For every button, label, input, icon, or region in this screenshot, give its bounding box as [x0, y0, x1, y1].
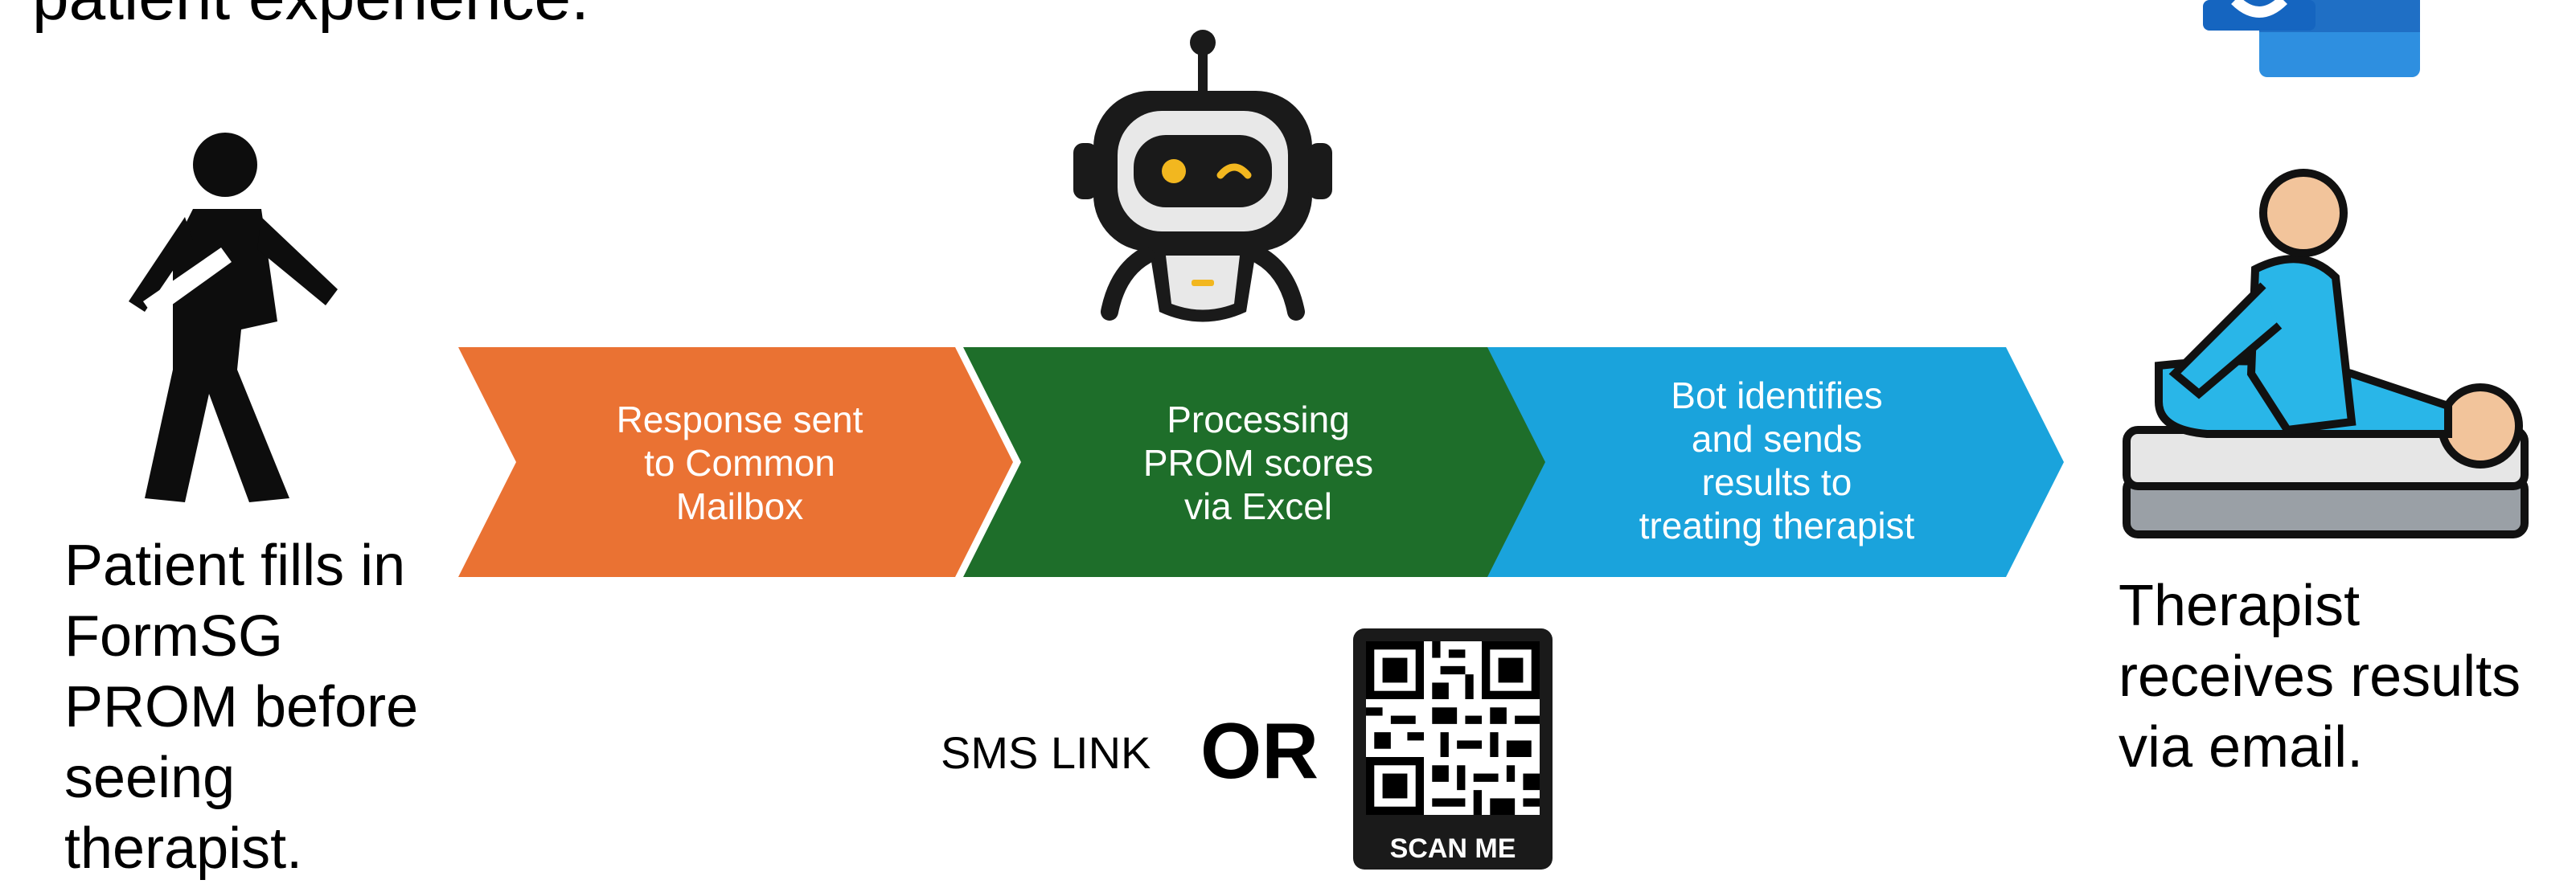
step-label-line: Mailbox — [675, 485, 804, 527]
step-label-bot: Bot identifies and sends results to trea… — [1576, 374, 1978, 547]
therapist-caption: Therapist receives results via email. — [2119, 571, 2569, 783]
qr-code-icon: SCAN ME — [1353, 628, 1553, 870]
therapist-caption-line: Therapist — [2119, 574, 2361, 638]
step-label-line: Response sent — [616, 399, 863, 440]
step-label-line: PROM scores — [1142, 442, 1374, 484]
step-arrow-response — [458, 347, 1013, 577]
step-label-line: Processing — [1167, 399, 1350, 440]
step-label-processing: Processing PROM scores via Excel — [1069, 398, 1447, 528]
therapist-caption-line: via email. — [2119, 715, 2364, 780]
patient-icon — [129, 133, 338, 502]
therapist-caption-line: receives results — [2119, 645, 2521, 709]
step-arrow-processing — [963, 347, 1547, 577]
therapist-icon — [2123, 169, 2529, 538]
or-label: OR — [1200, 706, 1319, 795]
step-label-line: treating therapist — [1639, 505, 1915, 546]
step-label-line: results to — [1701, 461, 1852, 503]
step-arrow-bot — [1487, 347, 2064, 577]
step-label-line: to Common — [644, 442, 835, 484]
qr-scan-label: SCAN ME — [1389, 833, 1516, 864]
page-title: patient experience. — [32, 0, 589, 31]
patient-caption-line: Patient fills in — [64, 534, 406, 598]
step-label-line: and sends — [1691, 418, 1863, 460]
qr-pattern — [1366, 641, 1540, 815]
sms-link-label: SMS LINK — [941, 727, 1151, 778]
robot-icon — [1053, 14, 1352, 336]
patient-caption-line: FormSG — [64, 604, 284, 669]
step-label-line: via Excel — [1183, 485, 1333, 527]
patient-caption-line: PROM before — [64, 675, 419, 739]
outlook-icon — [2203, 0, 2420, 77]
patient-caption-line: seeing — [64, 746, 236, 810]
step-label-response: Response sent to Common Mailbox — [555, 398, 925, 528]
step-label-line: Bot identifies — [1671, 374, 1883, 416]
